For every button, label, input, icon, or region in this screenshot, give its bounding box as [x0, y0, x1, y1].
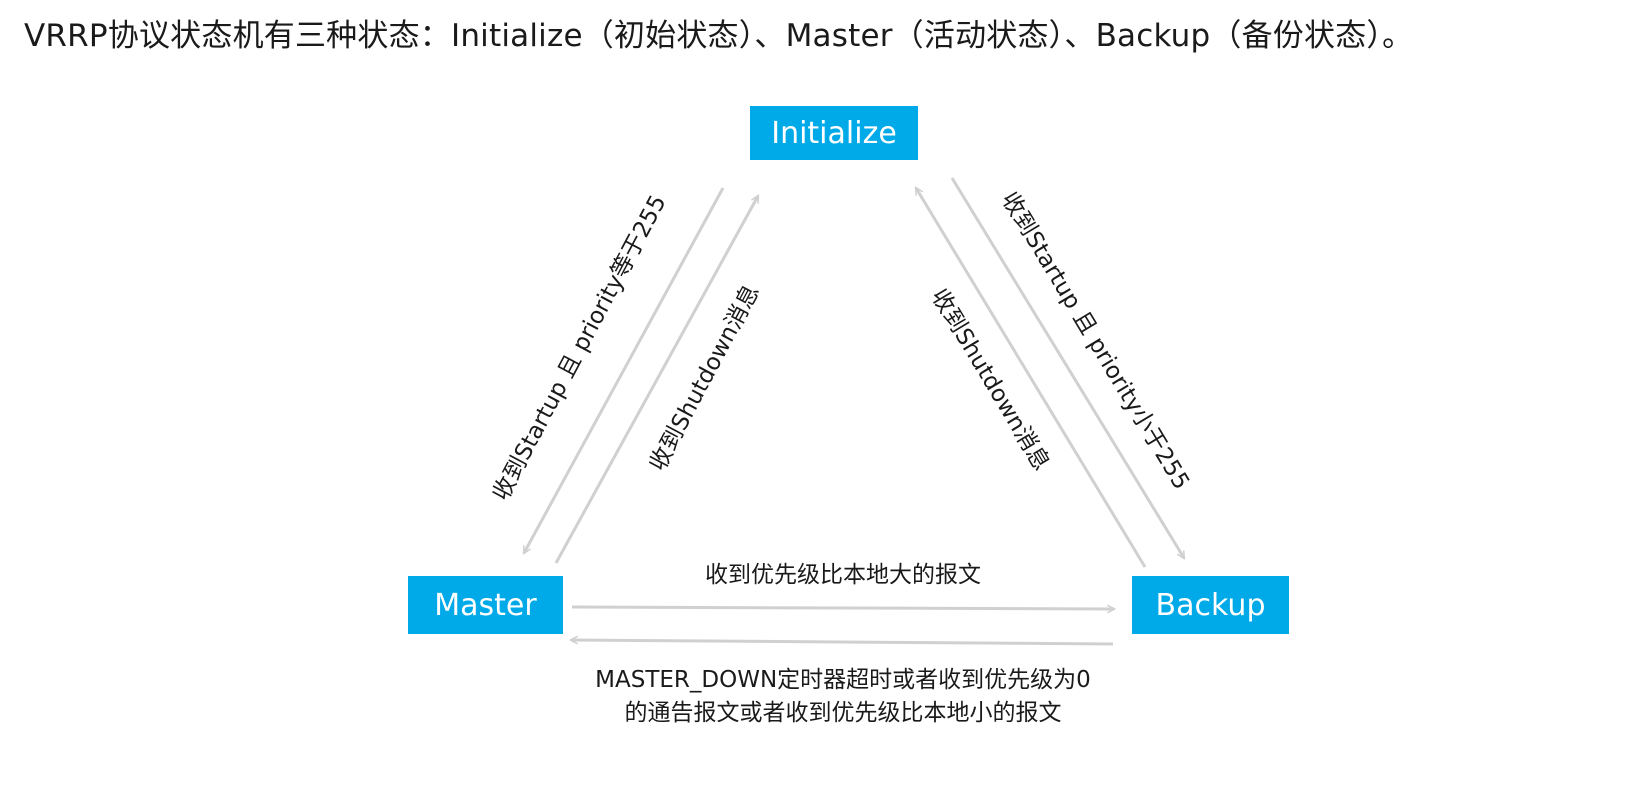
state-initialize: Initialize: [750, 106, 918, 160]
arrow-master-to-backup: [571, 607, 1114, 609]
label-master-to-backup-line1: MASTER_DOWN定时器超时或者收到优先级为0: [595, 667, 1091, 693]
label-backup-to-master: 收到优先级比本地大的报文: [705, 562, 981, 588]
arrow-master-to-init: [554, 196, 760, 564]
label-master-to-backup-line2: 的通告报文或者收到优先级比本地小的报文: [624, 700, 1062, 726]
state-backup: Backup: [1132, 576, 1289, 634]
arrow-init-to-master: [522, 187, 725, 553]
arrow-backup-to-master: [571, 640, 1114, 646]
page-heading: VRRP协议状态机有三种状态：Initialize（初始状态）、Master（活…: [24, 18, 1414, 54]
arrow-init-to-backup: [950, 177, 1186, 558]
arrow-backup-to-init: [914, 188, 1147, 568]
state-master: Master: [408, 576, 563, 634]
